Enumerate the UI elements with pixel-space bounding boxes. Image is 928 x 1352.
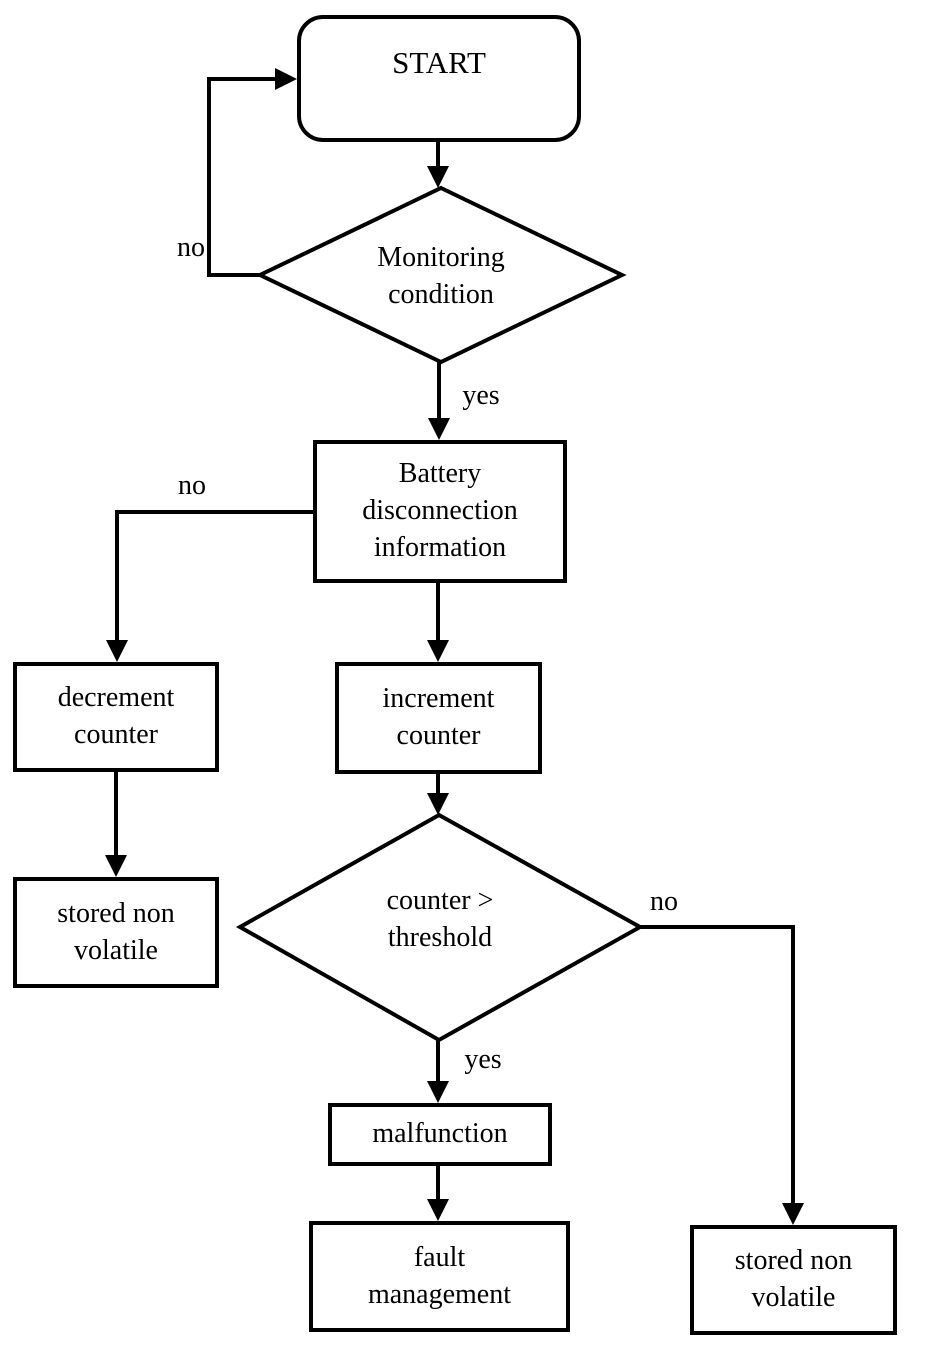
stored-non-volatile-left-node: stored non volatile — [13, 877, 219, 988]
battery-disconnection-node: Battery disconnection information — [313, 440, 567, 583]
stored-non-volatile-right-node: stored non volatile — [690, 1225, 897, 1335]
edge-threshold-no — [640, 925, 795, 1207]
malfunction-label: malfunction — [372, 1118, 508, 1150]
arrowhead-into-decrement — [106, 640, 128, 662]
arrowhead-into-increment — [427, 640, 449, 662]
arrowhead-into-stored-left — [105, 855, 127, 877]
start-node: START — [297, 15, 581, 142]
threshold-yes-label: yes — [464, 1044, 502, 1075]
arrowhead-into-malfunction — [427, 1081, 449, 1103]
increment-counter-node: increment counter — [335, 662, 542, 774]
arrowhead-into-monitoring — [427, 166, 449, 188]
arrowhead-into-start — [275, 68, 297, 90]
arrowhead-into-fault — [427, 1199, 449, 1221]
stored-non-volatile-right-label: stored non volatile — [734, 1245, 853, 1313]
arrowhead-into-threshold — [427, 793, 449, 815]
stored-non-volatile-left-label: stored non volatile — [57, 897, 175, 966]
edge-battery-no — [115, 510, 313, 644]
threshold-no-label: no — [650, 886, 678, 917]
fault-management-node: fault management — [309, 1221, 570, 1332]
monitoring-no-label: no — [177, 232, 205, 263]
monitoring-diamond-shape — [255, 185, 627, 365]
battery-disconnection-label: Battery disconnection information — [362, 458, 518, 563]
threshold-diamond-shape — [235, 812, 645, 1043]
monitoring-yes-label: yes — [462, 380, 500, 411]
monitoring-condition-label: Monitoring condition — [377, 242, 505, 310]
arrowhead-into-battery — [428, 418, 450, 440]
fault-management-label: fault management — [367, 1241, 512, 1310]
arrowhead-into-stored-right — [782, 1203, 804, 1225]
battery-no-label: no — [178, 470, 206, 501]
increment-counter-label: increment counter — [382, 683, 495, 751]
decrement-counter-node: decrement counter — [13, 662, 219, 772]
edge-monitoring-no-loop — [207, 77, 277, 277]
malfunction-node: malfunction — [328, 1103, 552, 1166]
decrement-counter-label: decrement counter — [57, 682, 175, 750]
start-label: START — [392, 45, 486, 80]
counter-threshold-label: counter > threshold — [386, 885, 494, 953]
